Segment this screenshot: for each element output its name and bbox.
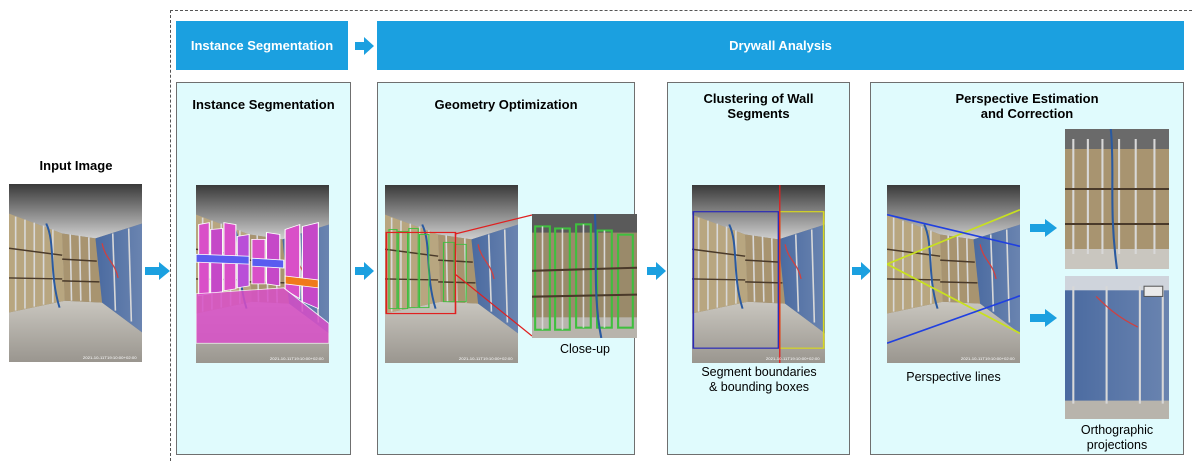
arrow-icon — [355, 262, 374, 280]
clustering-caption-line1: Segment boundaries — [701, 365, 817, 379]
geometry-image: 2021-10-11T19:10:00+02:00 — [385, 185, 518, 363]
stage-title-line2: Segments — [727, 106, 790, 121]
perspective-image-stamp: 2021-10-11T19:10:00+02:00 — [961, 358, 1015, 361]
banner-drywall-analysis: Drywall Analysis — [377, 21, 1184, 70]
geometry-image-stamp: 2021-10-11T19:10:00+02:00 — [459, 358, 513, 361]
orthographic-caption-line2: projections — [1086, 438, 1148, 452]
input-image-title: Input Image — [39, 158, 113, 173]
stage-title-line1: Clustering of Wall — [703, 91, 814, 106]
stage-title: Geometry Optimization — [434, 97, 578, 112]
input-image-stamp: 2021-10-11T19:10:00+02:00 — [83, 357, 137, 360]
stage-title-line1: Perspective Estimation — [955, 91, 1099, 106]
stage-title: Instance Segmentation — [192, 97, 335, 112]
closeup-caption: Close-up — [559, 342, 611, 356]
arrow-icon — [1030, 309, 1057, 327]
perspective-lines-caption: Perspective lines — [906, 370, 1001, 384]
input-image: 2021-10-11T19:10:00+02:00 — [9, 184, 142, 362]
clustering-image: 2021-10-11T19:10:00+02:00 — [692, 185, 825, 363]
arrow-icon — [355, 37, 374, 55]
clustering-caption-line2: & bounding boxes — [708, 380, 810, 394]
arrow-icon — [1030, 219, 1057, 237]
segmentation-image-stamp: 2021-10-11T19:10:00+02:00 — [270, 358, 324, 361]
banner-instance-segmentation: Instance Segmentation — [176, 21, 348, 70]
stage-title-line2: and Correction — [980, 106, 1074, 121]
pipeline-divider-horizontal — [170, 10, 1192, 11]
perspective-image: 2021-10-11T19:10:00+02:00 — [887, 185, 1020, 363]
clustering-image-stamp: 2021-10-11T19:10:00+02:00 — [766, 358, 820, 361]
segmentation-image: 2021-10-11T19:10:00+02:00 — [196, 185, 329, 363]
orthographic-caption-line1: Orthographic — [1080, 423, 1154, 437]
orthographic-image-top — [1065, 129, 1169, 269]
zoom-connector — [454, 214, 533, 337]
arrow-icon — [145, 262, 170, 280]
orthographic-image-bottom — [1065, 276, 1169, 419]
arrow-icon — [852, 262, 871, 280]
arrow-icon — [647, 262, 666, 280]
pipeline-divider-vertical — [170, 10, 171, 461]
closeup-image — [532, 214, 637, 338]
